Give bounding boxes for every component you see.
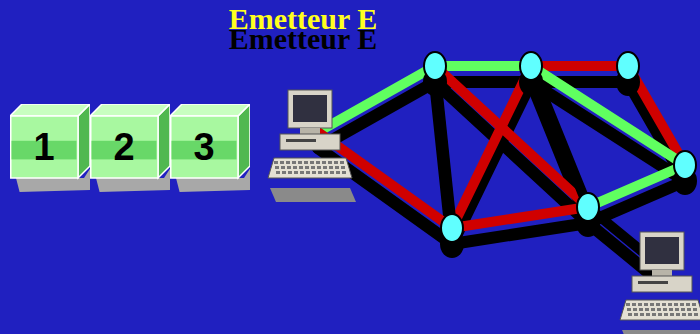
packet-number: 2 (90, 126, 158, 169)
network-link (452, 207, 588, 228)
network-link (452, 66, 531, 228)
router-node (519, 52, 543, 96)
packet-box: 1 (10, 104, 90, 192)
packet-box: 2 (90, 104, 170, 192)
title: Emetteur E (0, 2, 606, 36)
network-routers (423, 52, 697, 258)
network-links (318, 66, 685, 262)
link-shadows (318, 82, 685, 278)
sender-computer (268, 90, 356, 202)
packet-number: 3 (170, 126, 238, 169)
router-node (673, 151, 697, 195)
computers (268, 90, 700, 334)
router-node (616, 52, 640, 96)
packet-number: 1 (10, 126, 78, 169)
network-link (318, 66, 435, 132)
network-link (588, 165, 685, 207)
network-link (435, 61, 531, 71)
packet-box: 3 (170, 104, 250, 192)
router-node (576, 193, 600, 237)
receiver-computer (620, 232, 700, 334)
router-node (440, 214, 464, 258)
router-node (423, 52, 447, 96)
